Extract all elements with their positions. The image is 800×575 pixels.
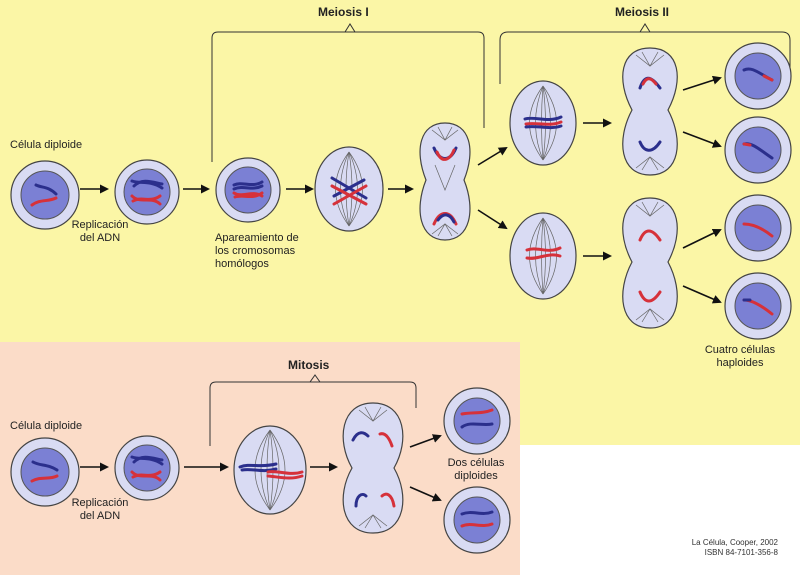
meiosis-replicated-cell <box>114 159 180 225</box>
mitosis-daughter-cell-1 <box>443 387 511 455</box>
meiosis-metaphase-ii-top-cell <box>509 80 577 166</box>
haploid-cell-3 <box>724 194 792 262</box>
credit: La Célula, Cooper, 2002 ISBN 84-7101-356… <box>692 538 778 558</box>
meiosis-panel <box>0 0 800 445</box>
haploid-result-label: Cuatro células haploides <box>704 344 776 369</box>
mitosis-title: Mitosis <box>288 358 330 372</box>
meiosis-pairing-cell <box>215 157 281 223</box>
meiosis-diploid-label: Célula diploide <box>10 139 83 151</box>
meiosis-anaphase-ii-bottom-cell <box>622 197 678 329</box>
chromosome <box>34 183 58 196</box>
credit-line-1: La Célula, Cooper, 2002 <box>691 538 778 547</box>
meiosis-anaphase-i-cell <box>419 122 471 241</box>
mitosis-bracket <box>209 381 417 446</box>
haploid-cell-1 <box>724 42 792 110</box>
diploid-result-label: Dos células diploides <box>447 457 505 482</box>
chromosome <box>30 196 58 207</box>
haploid-cell-2 <box>724 116 792 184</box>
mitosis-diploid-label: Célula diploide <box>10 420 83 432</box>
credit-line-2: ISBN 84-7101-356-8 <box>704 548 778 557</box>
meiosis-diploid-cell <box>10 160 80 230</box>
meiosis-i-title: Meiosis I <box>318 5 369 19</box>
mitosis-diploid-cell <box>10 437 80 507</box>
meiosis-ii-bracket <box>499 31 791 84</box>
mitosis-daughter-cell-2 <box>443 486 511 554</box>
pairing-label: Apareamiento de los cromosomas homólogos <box>215 232 299 270</box>
meiosis-replication-label: Replicación del ADN <box>71 219 129 244</box>
mitosis-replicated-cell <box>114 435 180 501</box>
mitosis-anaphase-cell <box>342 402 404 534</box>
haploid-cell-4 <box>724 272 792 340</box>
mitosis-metaphase-cell <box>233 425 307 515</box>
meiosis-i-bracket <box>211 31 485 162</box>
meiosis-anaphase-ii-top-cell <box>622 47 678 176</box>
meiosis-ii-title: Meiosis II <box>615 5 670 19</box>
meiosis-metaphase-ii-bottom-cell <box>509 212 577 300</box>
mitosis-replication-label: Replicación del ADN <box>71 497 129 522</box>
meiosis-metaphase-i-cell <box>314 146 384 232</box>
